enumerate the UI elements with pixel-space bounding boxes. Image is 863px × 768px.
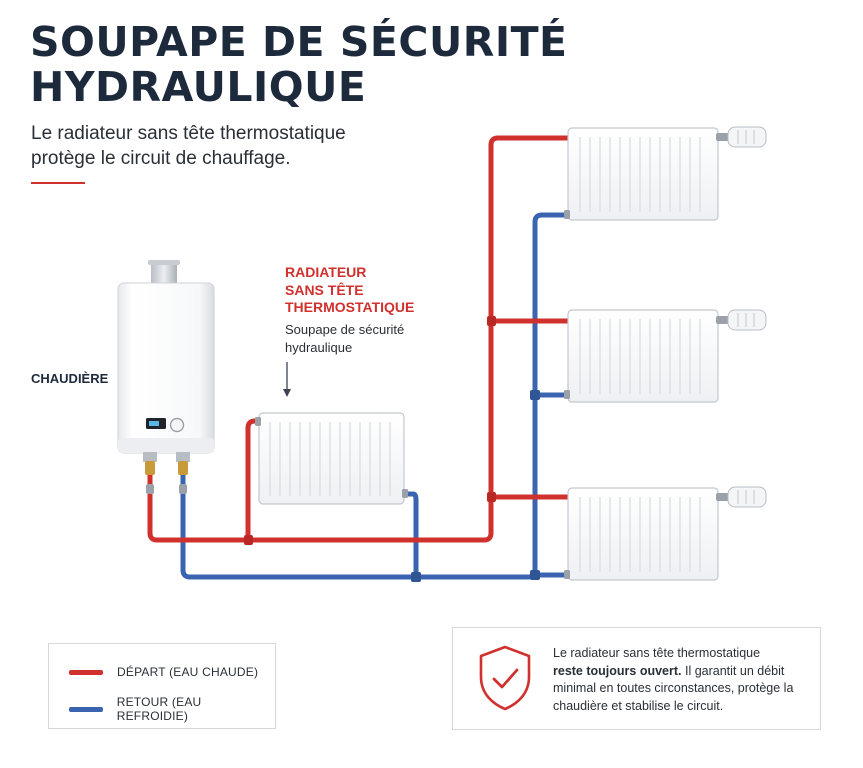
legend-swatch-hot: [69, 669, 103, 675]
radiator-1-supply-pipe: [245, 418, 265, 543]
heating-circuit-diagram: [117, 126, 767, 582]
legend: DÉPART (EAU CHAUDE) RETOUR (EAU REFROIDI…: [48, 643, 276, 729]
accent-rule: [31, 182, 85, 184]
legend-item-retour: RETOUR (EAU REFROIDIE): [69, 695, 275, 723]
legend-item-depart: DÉPART (EAU CHAUDE): [69, 665, 258, 679]
page-title: SOUPAPE DE SÉCURITÉ HYDRAULIQUE: [30, 20, 568, 110]
radiator-1-return-pipe: [402, 491, 419, 580]
radiator-2: [564, 126, 767, 221]
legend-label-retour: RETOUR (EAU REFROIDIE): [116, 695, 202, 723]
page-subtitle-line-2: protège le circuit de chauffage.: [31, 148, 291, 169]
page-title-line-2: HYDRAULIQUE: [30, 63, 367, 111]
legend-swatch-cold: [69, 706, 103, 712]
info-text-line-1: Le radiateur sans tête thermostatique: [553, 646, 761, 660]
callout-subtitle: Soupape de sécurité hydraulique: [285, 321, 404, 357]
page-title-line-1: SOUPAPE DE SÉCURITÉ: [30, 18, 568, 66]
legend-label-depart: DÉPART (EAU CHAUDE): [117, 665, 259, 679]
thermostatic-head-icon: [716, 309, 767, 331]
radiator-4: [564, 486, 767, 581]
boiler-supply-pipe: [147, 135, 573, 543]
boiler-return-valve: [178, 461, 188, 494]
callout-subtitle-line-1: Soupape de sécurité: [285, 322, 405, 337]
callout-subtitle-line-2: hydraulique: [285, 340, 353, 355]
info-text-bold: reste toujours ouvert.: [553, 663, 682, 678]
radiator-without-thermostatic-head: [255, 412, 408, 505]
info-text-rest: Il garantit un débit minimal en toutes c…: [553, 663, 794, 713]
info-text: Le radiateur sans tête thermostatique res…: [553, 645, 808, 715]
thermostatic-head-icon: [716, 486, 767, 508]
boiler-display-icon: [146, 417, 185, 433]
supply-pipes: [147, 135, 573, 543]
info-box: Le radiateur sans tête thermostatique res…: [452, 627, 821, 730]
page-subtitle: Le radiateur sans tête thermostatique pr…: [31, 121, 346, 171]
shield-check-icon: [479, 645, 531, 711]
boiler-label: CHAUDIÈRE: [31, 371, 109, 386]
thermostatic-head-icon: [716, 126, 767, 148]
callout-title-line-2: SANS TÊTE: [285, 281, 364, 298]
callout-title-line-3: THERMOSTATIQUE: [285, 299, 415, 315]
callout-title-line-1: RADIATEUR: [285, 264, 367, 280]
callout-arrow: [283, 362, 291, 397]
callout-title: RADIATEUR SANS TÊTE THERMOSTATIQUE: [285, 264, 414, 317]
pipe-tees: [244, 316, 540, 582]
page-subtitle-line-1: Le radiateur sans tête thermostatique: [31, 123, 346, 144]
radiator-3: [564, 309, 767, 403]
boiler-supply-valve: [145, 461, 155, 494]
boiler: [117, 260, 215, 494]
